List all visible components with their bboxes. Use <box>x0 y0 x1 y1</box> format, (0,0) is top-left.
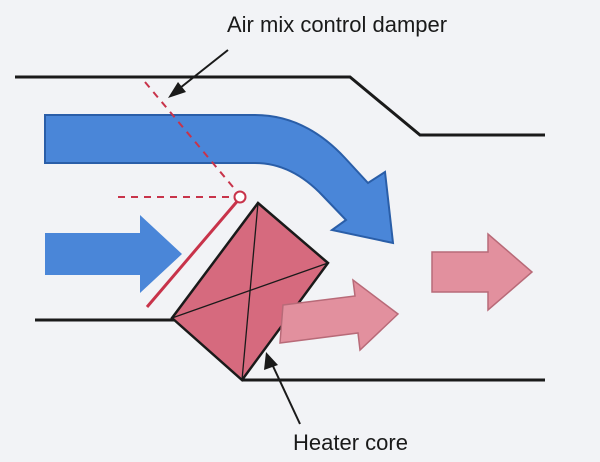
damper-pivot-icon <box>233 190 247 204</box>
heater-core-leader-line <box>271 363 301 425</box>
air-mix-damper-label: Air mix control damper <box>227 12 447 37</box>
mixed-air-arrow-outlet <box>431 232 534 312</box>
heater-core-label: Heater core <box>293 430 408 455</box>
hot-air-arrow-near <box>279 278 400 352</box>
heater-core-diagonal-b <box>171 262 329 319</box>
damper-blade <box>145 197 242 308</box>
heater-core-leader-arrowhead-icon <box>264 352 278 370</box>
cold-air-upper-arrow <box>44 114 395 245</box>
heater-core-diagonal-a <box>241 202 259 381</box>
damper-leader-line <box>179 49 229 89</box>
damper-leader-arrowhead-icon <box>168 82 186 98</box>
cold-air-lower-arrow <box>45 215 182 293</box>
damper-dashed-upper <box>144 81 239 194</box>
duct-upper-wall <box>15 75 545 137</box>
